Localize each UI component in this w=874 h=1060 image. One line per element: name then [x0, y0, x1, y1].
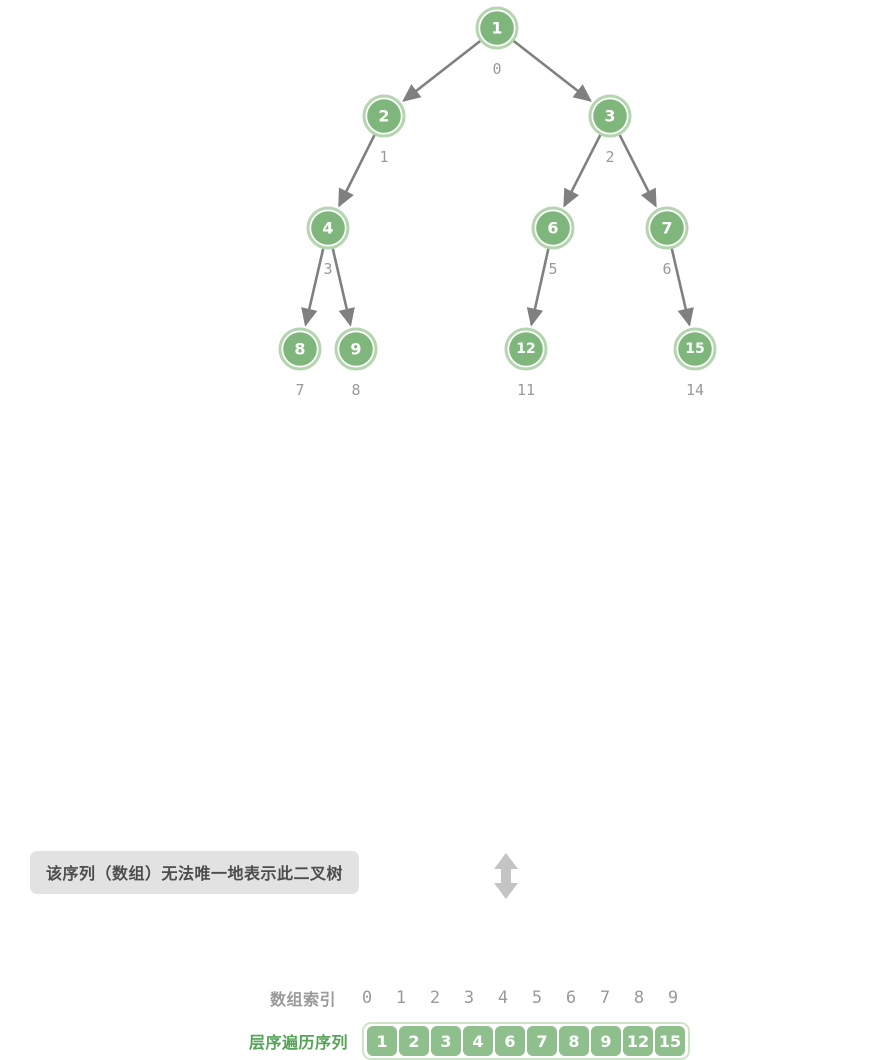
tree-edge: [301, 248, 325, 327]
array-index-value: 2: [429, 988, 441, 1008]
array-cell: 12: [623, 1026, 653, 1056]
tree-node-ring: [278, 327, 322, 371]
tree-node-ring: [504, 327, 548, 371]
tree-node-value: 6: [547, 219, 558, 238]
array-cell: 2: [399, 1026, 429, 1056]
tree-node-circle: [678, 332, 712, 366]
tree-node-ring: [334, 327, 378, 371]
tree-node-index: 11: [517, 381, 535, 399]
double-vertical-arrow-icon: [492, 852, 520, 905]
tree-node-index: 8: [351, 381, 360, 399]
array-cell: 3: [431, 1026, 461, 1056]
tree-edge: [512, 39, 592, 102]
tree-node: 6: [531, 206, 575, 250]
array-index-label: 数组索引: [269, 990, 336, 1009]
array-index-value: 9: [667, 988, 679, 1008]
array-index-value: 1: [395, 988, 407, 1008]
tree-node-value: 8: [294, 340, 305, 359]
tree-node: 4: [306, 206, 350, 250]
tree-node-ring: [475, 6, 519, 50]
tree-node-circle: [650, 211, 684, 245]
tree-node-circle: [283, 332, 317, 366]
tree-node-circle: [339, 332, 373, 366]
tree-node-ring: [673, 327, 717, 371]
annotation-label: 该序列（数组）无法唯一地表示此二叉树: [30, 851, 360, 894]
array-cell: 8: [559, 1026, 589, 1056]
tree-node-index: 14: [686, 381, 704, 399]
tree-node-value: 2: [378, 107, 389, 126]
array-cell: 15: [655, 1026, 685, 1056]
tree-node: 12: [504, 327, 548, 371]
tree-node-circle: [509, 332, 543, 366]
tree-node: 9: [334, 327, 378, 371]
array-index-value: 7: [599, 988, 611, 1008]
tree-node: 15: [673, 327, 717, 371]
tree-edge: [402, 39, 482, 102]
tree-node: 3: [588, 94, 632, 138]
array-index-row: 数组索引 0 1 2 3 4 5 6 7 8 9: [0, 986, 690, 1010]
tree-node-index: 0: [492, 60, 501, 78]
array-cell: 6: [495, 1026, 525, 1056]
array-cell: 1: [367, 1026, 397, 1056]
tree-edge: [331, 248, 355, 327]
tree-node-circle: [311, 211, 345, 245]
tree-node-index: 3: [323, 260, 332, 278]
array-index-value: 8: [633, 988, 645, 1008]
tree-node-index: 1: [379, 148, 388, 166]
tree-node-value: 15: [685, 341, 704, 357]
tree-node: 7: [645, 206, 689, 250]
tree-edge: [338, 134, 376, 208]
tree-node-index: 6: [662, 260, 671, 278]
array-index-value: 5: [531, 988, 543, 1008]
tree-node-ring: [306, 206, 350, 250]
tree-edge: [526, 248, 550, 327]
tree-node-circle: [536, 211, 570, 245]
tree-node-ring: [362, 94, 406, 138]
tree-node-circle: [480, 11, 514, 45]
tree-node-ring: [645, 206, 689, 250]
array-index-value: 6: [565, 988, 577, 1008]
array-cell: 9: [591, 1026, 621, 1056]
tree-node: 2: [362, 94, 406, 138]
tree-node-circle: [593, 99, 627, 133]
tree-node-index: 2: [605, 148, 614, 166]
tree-node-value: 1: [491, 19, 502, 38]
array-index-value: 3: [463, 988, 475, 1008]
tree-node: 8: [278, 327, 322, 371]
annotation-row: 该序列（数组）无法唯一地表示此二叉树: [0, 424, 874, 899]
tree-node-value: 4: [322, 219, 333, 238]
tree-node-ring: [531, 206, 575, 250]
tree-node-circle: [367, 99, 401, 133]
tree-edges: [301, 39, 694, 327]
tree-node-index: 7: [295, 381, 304, 399]
level-order-sequence-label: 层序遍历序列: [248, 1033, 348, 1052]
array-index-value: 0: [361, 988, 373, 1008]
tree-node-value: 7: [661, 219, 672, 238]
array-cell: 4: [463, 1026, 493, 1056]
array-index-value: 4: [497, 988, 509, 1008]
tree-edge: [670, 248, 694, 327]
array-cell: 7: [527, 1026, 557, 1056]
array-index-cells: 0 1 2 3 4 5 6 7 8 9: [350, 988, 690, 1008]
tree-edge: [618, 134, 657, 208]
tree-node-value: 12: [516, 341, 535, 357]
tree-node-ring: [588, 94, 632, 138]
tree-node-value: 9: [350, 340, 361, 359]
tree-node-index: 5: [548, 260, 557, 278]
tree-node: 1: [475, 6, 519, 50]
tree-node-value: 3: [604, 107, 615, 126]
tree-edge: [563, 134, 602, 208]
